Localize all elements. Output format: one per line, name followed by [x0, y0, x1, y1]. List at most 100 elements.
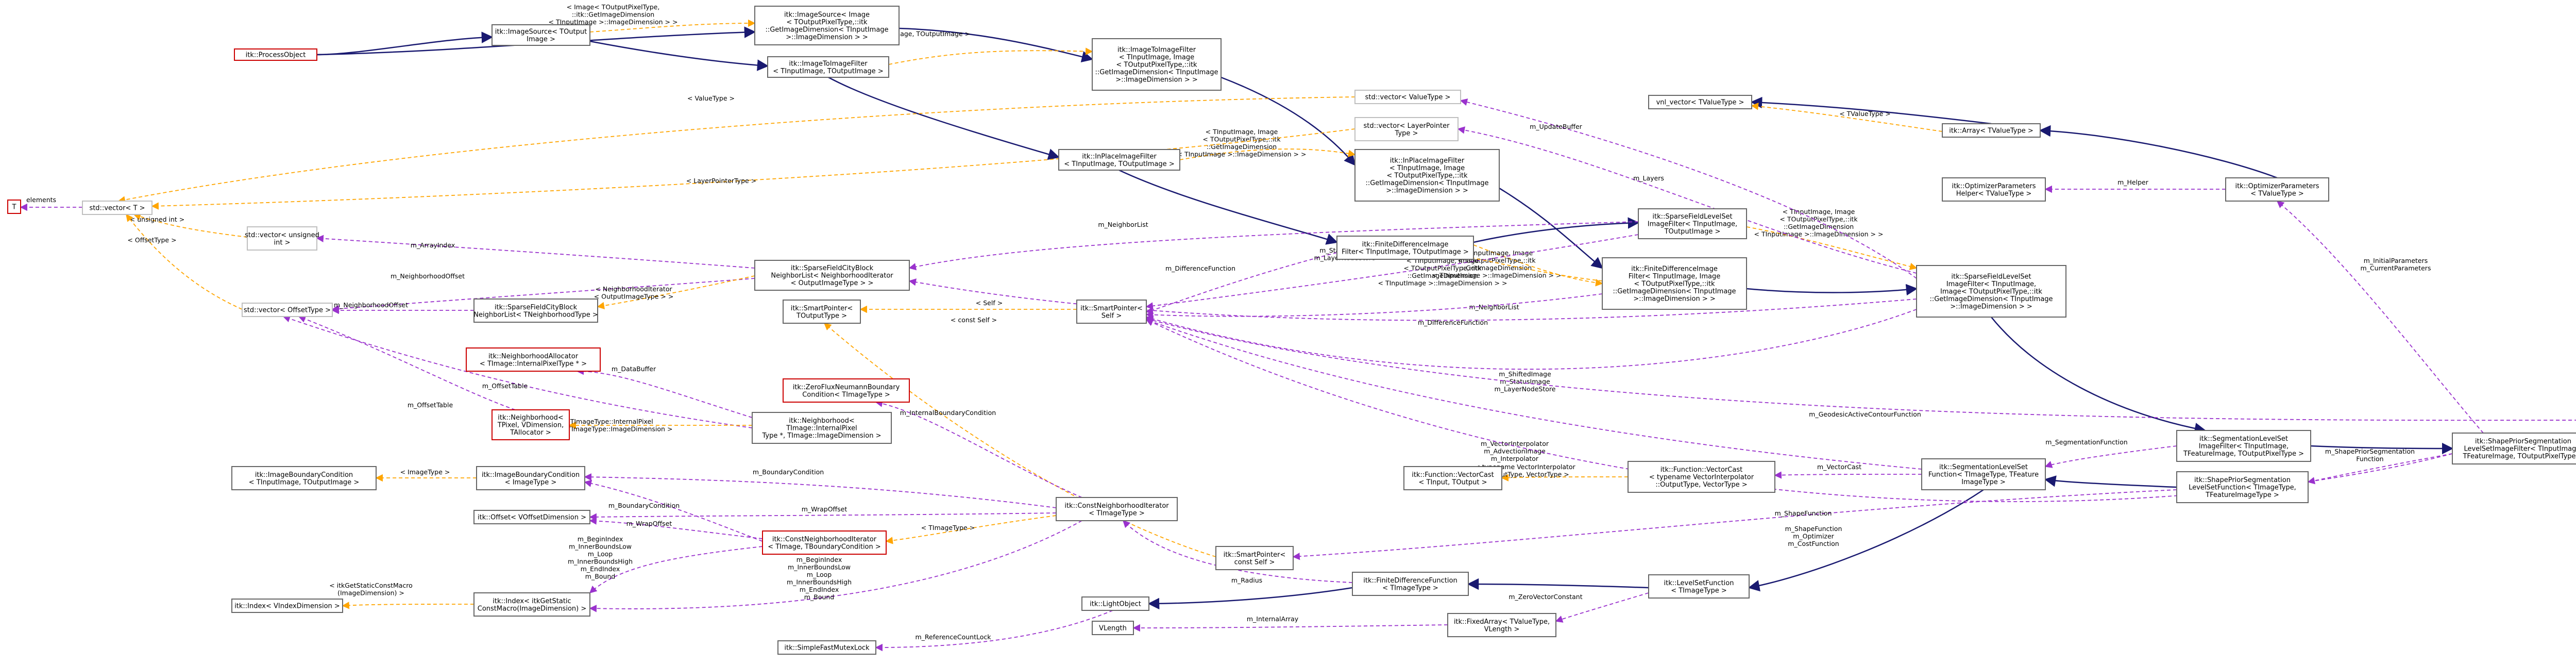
node-label: itk::ConstNeighborhoodIterator< TImage, …: [768, 536, 881, 551]
class-node-vlength[interactable]: VLength: [1092, 621, 1134, 635]
edge-path: [1145, 309, 1917, 370]
edge-inherit-imagesource-image-filter: [899, 27, 1094, 63]
class-node-inplace-tin[interactable]: itk::InPlaceImageFilter< TInputImage, TO…: [1058, 149, 1180, 171]
node-label: itk::SmartPointer<TOutputType >: [791, 305, 853, 320]
edge-path: [133, 213, 248, 238]
edge-inherit-segmentation-shapeprior-function: [2044, 475, 2177, 488]
edge-path: [2310, 442, 2454, 455]
edge-label: m_Layers: [1633, 174, 1664, 182]
edge-path: [1145, 234, 1639, 310]
class-node-vector-valuetype[interactable]: std::vector< ValueType >: [1354, 90, 1461, 104]
node-box: [234, 48, 317, 61]
edge-member-zerovectorconstant: m_ZeroVectorConstant: [1509, 592, 1649, 623]
edge-member-geodesic: m_GeodesicActiveContourFunction: [1145, 317, 2576, 421]
edge-member-boundarycondition-1: m_BoundaryCondition: [584, 468, 1057, 508]
class-node-vector-t[interactable]: std::vector< T >: [82, 201, 152, 215]
nodes-layer: itk::ProcessObject itk::ImageSource< TOut…: [7, 6, 2576, 655]
node-box: [1215, 546, 1294, 570]
node-label: itk::LevelSetFunction< TImageType >: [1664, 579, 1734, 595]
node-box: [466, 347, 601, 372]
node-box: [767, 56, 889, 78]
edge-path: [1118, 169, 1338, 245]
class-node-t[interactable]: T: [7, 200, 21, 214]
class-node-smartpointer-toutput[interactable]: itk::SmartPointer<TOutputType >: [783, 300, 861, 324]
class-node-smartpointer-const[interactable]: itk::SmartPointer<const Self >: [1215, 546, 1294, 570]
edge-member-databuffer: m_DataBuffer: [576, 365, 753, 418]
node-box: [492, 409, 570, 440]
edge-member-differencefunction-1: m_DifferenceFunction: [1145, 252, 1337, 314]
edge-path: [1991, 317, 2207, 435]
class-node-processobject[interactable]: itk::ProcessObject: [234, 48, 317, 61]
edge-path: [584, 479, 763, 542]
class-node-vector-offsettype[interactable]: std::vector< OffsetType >: [242, 303, 333, 317]
class-node-finitediff-function[interactable]: itk::FiniteDifferenceFunction< TImageTyp…: [1352, 572, 1469, 596]
node-label: itk::ImageBoundaryCondition< ImageType >: [482, 471, 580, 487]
node-box: [762, 530, 887, 555]
class-node-neighborhood-tpixel[interactable]: itk::Neighborhood<TPixel, VDimension,TAl…: [492, 409, 570, 440]
class-node-index-vindex[interactable]: itk::Index< VIndexDimension >: [231, 599, 343, 613]
edge-path: [1132, 624, 1448, 632]
class-node-fixedarray[interactable]: itk::FixedArray< TValueType,VLength >: [1447, 613, 1556, 637]
edge-label: elements: [26, 196, 56, 204]
edge-inherit-imagesource-imagetoimage: [589, 40, 769, 71]
class-node-offset[interactable]: itk::Offset< VOffsetDimension >: [473, 510, 590, 524]
class-node-function-vectorcast-tpl[interactable]: itk::Function::VectorCast< typename Vect…: [1628, 461, 1775, 493]
class-node-imagetoimagefilter-image[interactable]: itk::ImageToImageFilter< TInputImage, Im…: [1092, 38, 1222, 91]
edge-label: m_NeighborList: [1469, 303, 1519, 311]
class-node-lightobject[interactable]: itk::LightObject: [1081, 596, 1149, 611]
edge-label: < NeighborhoodIterator< OutputImageType …: [594, 285, 674, 301]
class-node-constneighborhooditerator-bc[interactable]: itk::ConstNeighborhoodIterator< TImage, …: [762, 530, 887, 555]
class-node-imagetoimagefilter-tin[interactable]: itk::ImageToImageFilter< TInputImage, TO…: [767, 56, 889, 78]
class-node-simplefastmutexlock[interactable]: itk::SimpleFastMutexLock: [777, 640, 876, 655]
node-box: [2176, 430, 2311, 462]
class-node-array[interactable]: itk::Array< TValueType >: [1942, 123, 2041, 138]
class-node-inplace-image[interactable]: itk::InPlaceImageFilter< TInputImage, Im…: [1354, 149, 1500, 202]
edge-member-internalboundary: m_InternalBoundaryCondition: [875, 400, 1082, 498]
class-node-imageboundary-image[interactable]: itk::ImageBoundaryCondition< ImageType >: [476, 466, 585, 490]
edge-member-internalarray: m_InternalArray: [1132, 615, 1448, 632]
edge-member-offsettable-1: m_OffsetTable: [282, 315, 753, 428]
class-node-constneighborhooditerator[interactable]: itk::ConstNeighborhoodIterator< TImageTy…: [1056, 497, 1178, 521]
class-node-vnl-vector[interactable]: vnl_vector< TValueType >: [1648, 95, 1752, 109]
edge-path: [1751, 103, 1943, 132]
class-node-optimizerparameters[interactable]: itk::OptimizerParameters< TValueType >: [2225, 177, 2329, 202]
class-node-function-vectorcast[interactable]: itk::Function::VectorCast< TInput, TOutp…: [1403, 466, 1502, 490]
node-box: [476, 466, 585, 490]
class-node-neighborhoodallocator[interactable]: itk::NeighborhoodAllocator< TImage::Inte…: [466, 347, 601, 372]
class-node-imagesource-image[interactable]: itk::ImageSource< Image< TOutputPixelTyp…: [754, 6, 900, 45]
node-box: [473, 592, 590, 617]
edge-label: < unsigned int >: [130, 215, 184, 223]
node-label: itk::SmartPointer<Self >: [1080, 305, 1143, 320]
class-node-levelset-function[interactable]: itk::LevelSetFunction< TImageType >: [1648, 574, 1750, 599]
edge-member-radius: m_Radius: [1122, 520, 1353, 584]
edge-inherit-lightobject-finitediff-function: [1147, 587, 1353, 610]
class-node-smartpointer-self[interactable]: itk::SmartPointer<Self >: [1076, 300, 1147, 324]
edge-member-neighborhoodoffset-1: m_NeighborhoodOffset: [331, 272, 755, 313]
node-box: [473, 298, 598, 323]
edge-member-offsettable-2: m_OffsetTable: [298, 315, 516, 410]
class-node-imageboundary-tin[interactable]: itk::ImageBoundaryCondition< TInputImage…: [231, 466, 377, 490]
